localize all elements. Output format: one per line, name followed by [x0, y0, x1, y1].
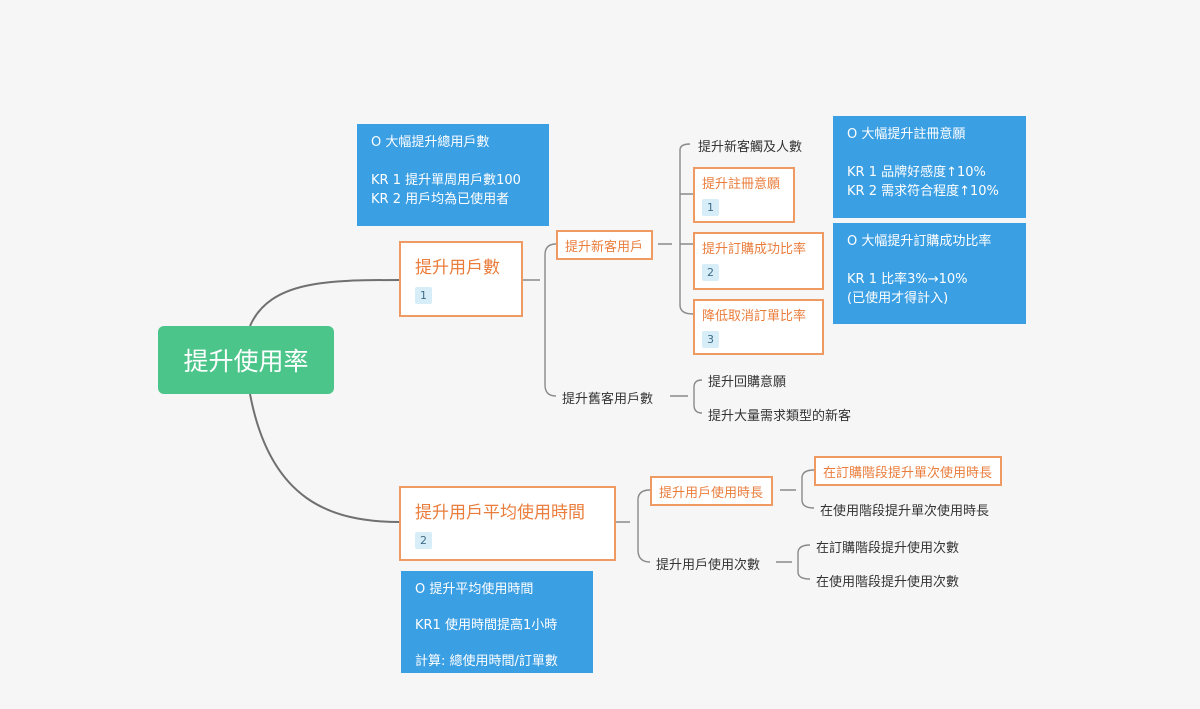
topic-bulk-new-customers[interactable]: 提升大量需求類型的新客 — [708, 409, 852, 424]
priority-badge: 2 — [702, 264, 719, 281]
topic-order-stage-count[interactable]: 在訂購階段提升使用次數 — [816, 541, 960, 556]
note-objective: O 提升平均使用時間 — [415, 582, 534, 597]
topic-use-stage-count[interactable]: 在使用階段提升使用次數 — [816, 575, 960, 590]
topic-new-reach[interactable]: 提升新客觸及人數 — [698, 140, 803, 155]
topic-increase-users[interactable]: 提升用戶數 1 — [399, 241, 523, 317]
note-objective: O 大幅提升總用戶數 — [371, 135, 490, 150]
topic-label: 在訂購階段提升單次使用時長 — [823, 466, 993, 481]
okr-note-register: O 大幅提升註冊意願 KR 1 品牌好感度↑10% KR 2 需求符合程度↑10… — [833, 116, 1026, 218]
note-kr1: KR 1 提升單周用戶數100 — [371, 173, 521, 188]
topic-label: 提升新客用戶 — [565, 240, 644, 255]
topic-repurchase[interactable]: 提升回購意願 — [708, 375, 787, 390]
link-count-split — [776, 544, 811, 580]
topic-usage-duration[interactable]: 提升用戶使用時長 — [650, 476, 774, 506]
priority-badge: 1 — [415, 287, 432, 304]
topic-new-customers[interactable]: 提升新客用戶 — [556, 230, 654, 260]
topic-order-success[interactable]: 提升訂購成功比率 2 — [693, 232, 824, 290]
topic-avg-usage-time[interactable]: 提升用戶平均使用時間 2 — [399, 486, 616, 561]
note-kr1: KR 1 品牌好感度↑10% — [847, 165, 986, 180]
link-time-split — [616, 489, 651, 563]
note-kr2: KR 2 用戶均為已使用者 — [371, 192, 510, 207]
topic-usage-count[interactable]: 提升用戶使用次數 — [656, 558, 761, 573]
note-kr1: KR 1 比率3%→10% — [847, 272, 968, 287]
topic-label: 提升訂購成功比率 — [702, 242, 807, 257]
okr-note-users: O 大幅提升總用戶數 KR 1 提升單周用戶數100 KR 2 用戶均為已使用者 — [357, 124, 549, 226]
link-root-time — [249, 393, 401, 523]
note-kr1-detail: (已使用才得計入) — [847, 291, 949, 306]
topic-reduce-cancel[interactable]: 降低取消訂單比率 3 — [693, 299, 824, 355]
topic-label: 提升用戶數 — [415, 258, 500, 278]
note-objective: O 大幅提升註冊意願 — [847, 127, 966, 142]
priority-badge: 2 — [415, 532, 432, 549]
link-root-users — [249, 279, 401, 327]
topic-label: 降低取消訂單比率 — [702, 309, 807, 324]
topic-use-stage-duration[interactable]: 在使用階段提升單次使用時長 — [820, 504, 990, 519]
link-users-split — [523, 243, 557, 397]
link-new-split — [658, 143, 694, 315]
topic-label: 提升用戶平均使用時間 — [415, 503, 585, 523]
topic-returning-users[interactable]: 提升舊客用戶數 — [562, 392, 654, 407]
okr-note-order: O 大幅提升訂購成功比率 KR 1 比率3%→10% (已使用才得計入) — [833, 223, 1026, 324]
okr-note-usage-time: O 提升平均使用時間 KR1 使用時間提高1小時 計算: 總使用時間/訂單數 — [401, 571, 593, 673]
topic-register-intent[interactable]: 提升註冊意願 1 — [693, 167, 795, 223]
topic-label: 提升用戶使用時長 — [659, 486, 764, 501]
topic-order-stage-duration[interactable]: 在訂購階段提升單次使用時長 — [814, 456, 1003, 486]
note-objective: O 大幅提升訂購成功比率 — [847, 234, 992, 249]
priority-badge: 1 — [702, 199, 719, 216]
link-old-split — [670, 379, 703, 414]
topic-label: 提升註冊意願 — [702, 177, 781, 192]
priority-badge: 3 — [702, 331, 719, 348]
root-topic[interactable]: 提升使用率 — [158, 326, 334, 394]
note-kr1: KR1 使用時間提高1小時 — [415, 618, 558, 633]
note-calc: 計算: 總使用時間/訂單數 — [415, 654, 558, 669]
note-kr2: KR 2 需求符合程度↑10% — [847, 184, 999, 199]
link-duration-split — [780, 469, 815, 509]
root-label: 提升使用率 — [183, 347, 309, 376]
